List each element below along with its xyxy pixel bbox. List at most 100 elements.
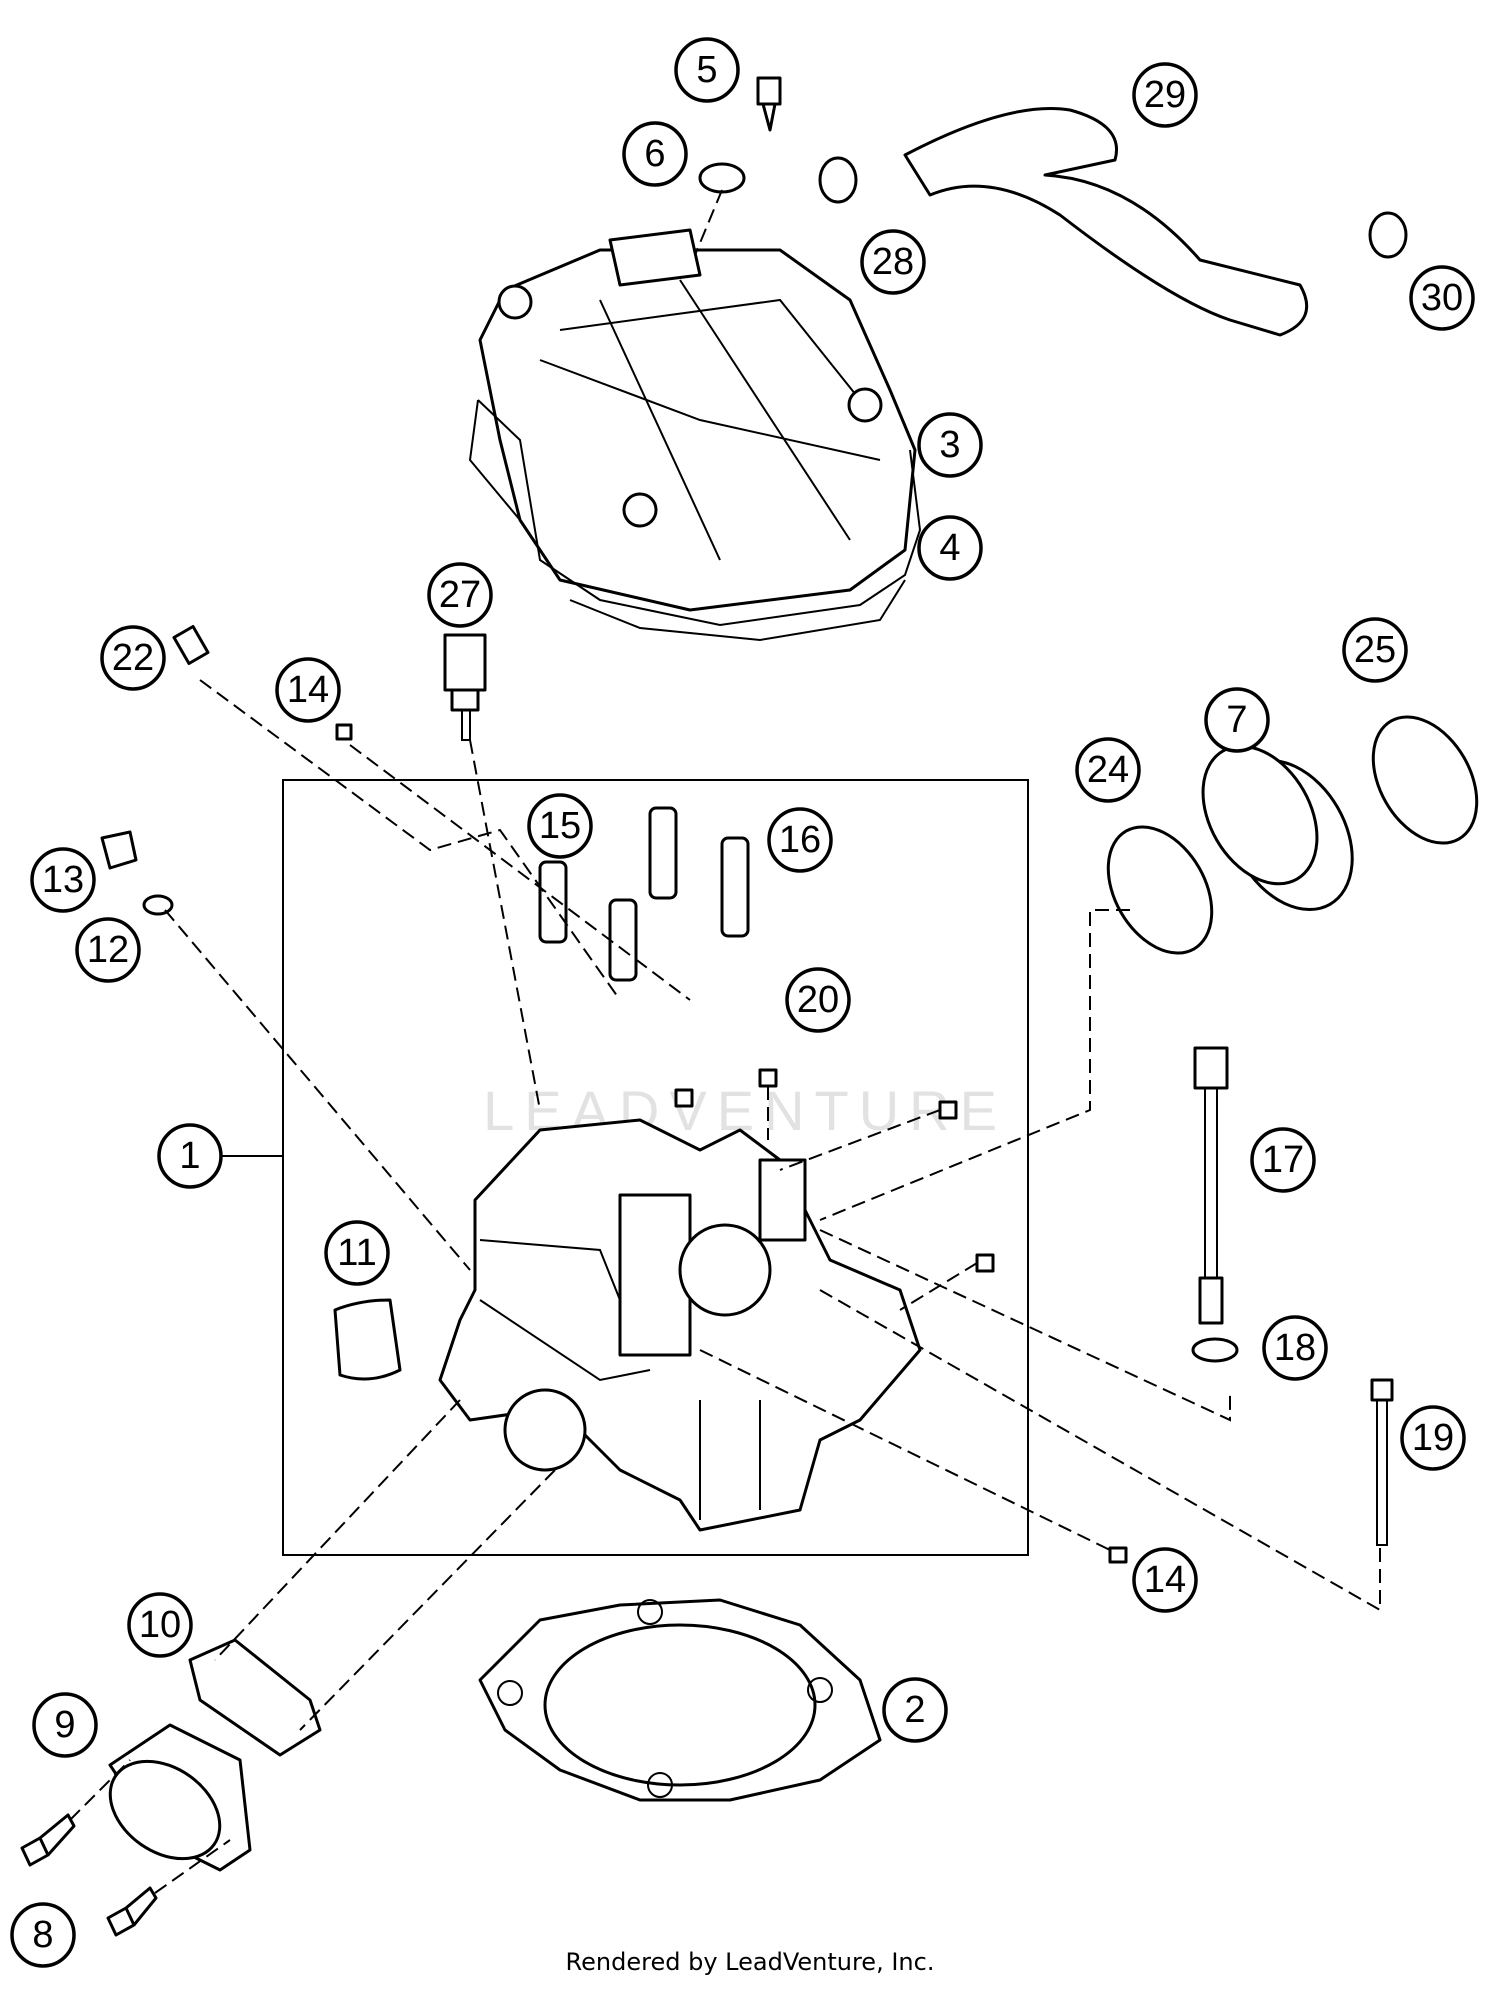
exhaust-gasket-10 [188, 1638, 322, 1757]
callout-14-bottom: 14 [1132, 1547, 1198, 1613]
leader-12 [164, 909, 471, 1271]
callout-15: 15 [527, 793, 593, 859]
callout-3: 3 [917, 412, 983, 478]
bolt-5 [756, 76, 782, 132]
svg-text:17: 17 [1262, 1139, 1304, 1181]
callout-8: 8 [10, 1902, 76, 1968]
head-gasket [478, 1598, 882, 1802]
clamp-28 [818, 156, 858, 204]
exhaust-flange-9 [108, 1723, 252, 1872]
svg-text:15: 15 [539, 805, 581, 847]
callout-28: 28 [860, 229, 926, 295]
leader-plug-b [899, 1262, 978, 1311]
svg-text:14: 14 [1144, 1559, 1186, 1601]
bolt-19 [1370, 1378, 1394, 1546]
svg-text:9: 9 [54, 1704, 75, 1746]
svg-text:20: 20 [797, 979, 839, 1021]
screw-14-bottom [1108, 1546, 1128, 1564]
svg-text:6: 6 [644, 133, 665, 175]
bolt-8-a [20, 1813, 76, 1867]
callout-24: 24 [1075, 737, 1141, 803]
leader-6 [694, 189, 723, 256]
svg-text:24: 24 [1087, 749, 1129, 791]
valve-cover-gasket [468, 399, 922, 642]
callout-9: 9 [32, 1692, 98, 1758]
leader-19 [819, 1289, 1381, 1612]
callout-2: 2 [882, 1677, 948, 1743]
plug-small-b [975, 1253, 995, 1273]
svg-text:22: 22 [112, 637, 154, 679]
svg-text:16: 16 [779, 819, 821, 861]
washer-18 [1191, 1337, 1239, 1363]
callout-12: 12 [75, 917, 141, 983]
svg-text:2: 2 [904, 1689, 925, 1731]
callout-5: 5 [674, 37, 740, 103]
callout-16: 16 [767, 807, 833, 873]
clamp-24 [1106, 825, 1214, 955]
leader-14-bottom [699, 1349, 1111, 1551]
svg-text:18: 18 [1274, 1327, 1316, 1369]
svg-text:3: 3 [939, 424, 960, 466]
svg-text:29: 29 [1144, 74, 1186, 116]
svg-text:25: 25 [1354, 629, 1396, 671]
callout-17: 17 [1250, 1127, 1316, 1193]
callout-14-top: 14 [275, 657, 341, 723]
leader-17 [819, 1229, 1231, 1422]
leader-14-top [349, 744, 691, 1001]
intake-boot-7 [1201, 744, 1354, 912]
footer-credit: Rendered by LeadVenture, Inc. [565, 1948, 935, 1976]
leader-27 [469, 739, 541, 1111]
part-11 [333, 1298, 402, 1381]
callout-22: 22 [100, 625, 166, 691]
clamp-25 [1371, 715, 1479, 845]
plug-small-c [674, 1088, 694, 1108]
leader-10-b [299, 1469, 556, 1731]
valve-guides [538, 806, 750, 982]
clamp-30 [1368, 211, 1408, 259]
breather-hose [903, 106, 1309, 337]
sensor-27 [443, 633, 487, 741]
cylinder-head [438, 1118, 922, 1532]
svg-text:11: 11 [337, 1232, 376, 1274]
svg-text:12: 12 [87, 929, 129, 971]
leader-8-b [154, 1839, 231, 1894]
callout-29: 29 [1132, 62, 1198, 128]
svg-text:30: 30 [1421, 277, 1463, 319]
leader-8-a [69, 1759, 131, 1821]
callout-19: 19 [1400, 1405, 1466, 1471]
callout-6: 6 [622, 121, 688, 187]
callout-20: 20 [785, 967, 851, 1033]
callout-13: 13 [30, 847, 96, 913]
leader-plug-a [779, 1109, 941, 1171]
svg-text:13: 13 [42, 859, 84, 901]
bolt-8-b [106, 1886, 158, 1937]
callout-4: 4 [917, 515, 983, 581]
svg-text:27: 27 [439, 574, 481, 616]
svg-text:14: 14 [287, 669, 329, 711]
svg-text:10: 10 [139, 1604, 181, 1646]
valve-cover [478, 228, 917, 612]
leader-24 [819, 909, 1130, 1221]
callout-10: 10 [127, 1592, 193, 1658]
plug-13 [100, 830, 138, 870]
callout-18: 18 [1262, 1315, 1328, 1381]
leader-10-a [214, 1399, 461, 1661]
svg-text:28: 28 [872, 241, 914, 283]
svg-text:5: 5 [696, 49, 717, 91]
svg-text:1: 1 [179, 1135, 200, 1177]
washer-12 [142, 894, 174, 916]
stud-17 [1193, 1046, 1229, 1325]
plug-20 [758, 1068, 778, 1088]
callout-11: 11 [324, 1220, 390, 1286]
washer-6 [698, 162, 746, 194]
callout-30: 30 [1409, 265, 1475, 331]
fitting-22 [172, 625, 210, 665]
plug-small-a [938, 1100, 958, 1120]
screw-14-top [335, 723, 353, 741]
svg-text:19: 19 [1412, 1417, 1454, 1459]
callout-1: 1 [157, 1123, 223, 1189]
svg-text:4: 4 [939, 527, 960, 569]
svg-text:7: 7 [1226, 699, 1247, 741]
callout-27: 27 [427, 562, 493, 628]
